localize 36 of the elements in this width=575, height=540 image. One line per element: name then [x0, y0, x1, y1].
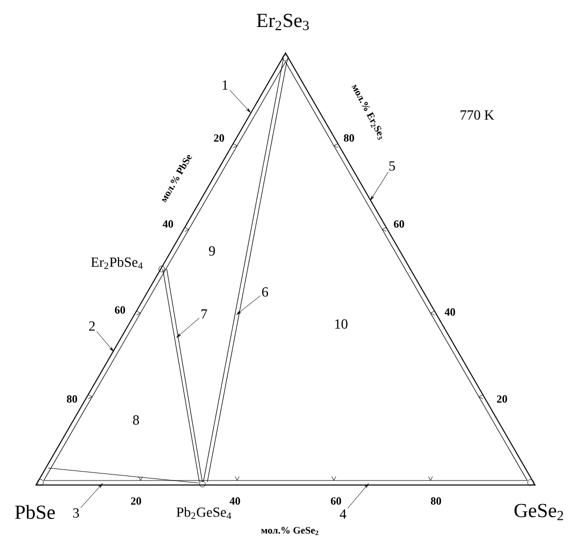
leader-arrow — [80, 484, 103, 508]
callout-number: 2 — [89, 321, 95, 331]
callout-number: 5 — [389, 161, 395, 171]
temperature-label: 770 K — [460, 110, 494, 120]
tick-label: 80 — [430, 497, 442, 505]
tick-label: 60 — [394, 220, 404, 228]
compound-label: Er$_{2}$PbSe$_{4}$ — [91, 257, 143, 269]
region-number: 10 — [335, 319, 348, 329]
tick-label: 40 — [162, 220, 174, 228]
region-number: 9 — [208, 246, 215, 256]
tick-label: 20 — [130, 497, 142, 505]
callout-number: 1 — [222, 80, 228, 90]
tick-label: 20 — [496, 395, 508, 403]
callout-number: 4 — [340, 509, 346, 519]
leader-arrow — [236, 295, 261, 315]
component-label: Er$_{2}$Se$_{3}$ — [256, 14, 309, 30]
compound-label: Pb$_{2}$GeSe$_{4}$ — [176, 507, 232, 519]
region-number: 8 — [133, 415, 139, 425]
component-label: GeSe$_{2}$ — [514, 504, 564, 520]
component-label: PbSe — [15, 504, 55, 519]
callout-number: 3 — [73, 508, 79, 518]
leader-arrow — [96, 331, 114, 352]
tick-label: 60 — [114, 306, 126, 314]
leader-arrow — [347, 484, 369, 509]
tick-label: 40 — [230, 497, 240, 505]
tick-label: 60 — [330, 497, 342, 505]
leader-arrow — [176, 318, 200, 338]
axis-title: мол.% GeSe$_{2}$ — [261, 526, 318, 536]
tick-label: 40 — [444, 308, 456, 316]
tick-label: 80 — [344, 134, 354, 142]
leader-arrow — [229, 90, 251, 112]
tick-label: 80 — [66, 395, 78, 403]
leader-arrow — [370, 172, 389, 200]
tick-label: 20 — [214, 134, 224, 142]
callout-number: 7 — [201, 309, 208, 319]
callout-number: 6 — [262, 287, 268, 297]
